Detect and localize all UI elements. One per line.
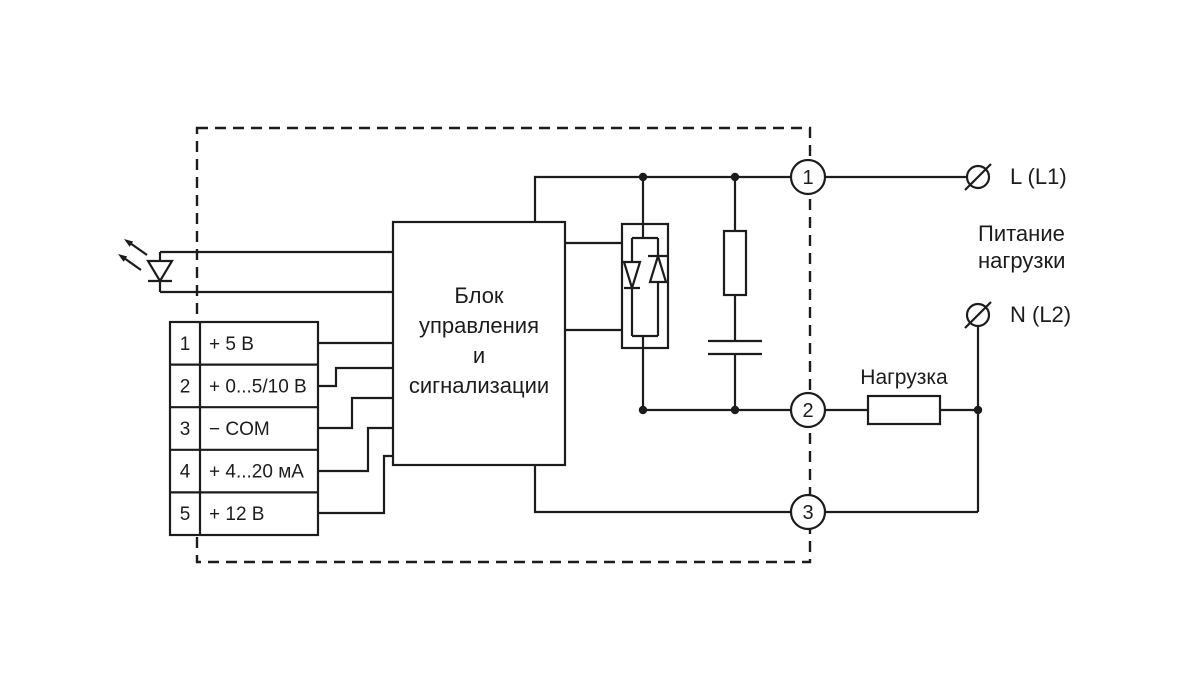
control-block-label-line: сигнализации bbox=[409, 373, 549, 398]
junction-dot bbox=[730, 172, 740, 182]
terminal-block-table: 1 + 5 В 2 + 0...5/10 В 3 − COM 4 + 4...2… bbox=[168, 320, 320, 537]
triac-module bbox=[565, 177, 791, 412]
terminal-table-grid bbox=[170, 322, 318, 535]
terminal-1-number: 1 bbox=[802, 167, 813, 189]
thyristor-up-icon bbox=[648, 252, 668, 284]
snubber-circuit bbox=[708, 177, 762, 410]
junction-dots bbox=[638, 172, 983, 415]
light-ray-arrow-icon bbox=[124, 239, 134, 247]
external-circuit: L (L1) Питание нагрузки N (L2) Нагрузка bbox=[825, 163, 1071, 514]
triac-box bbox=[620, 222, 670, 350]
snubber-resistor bbox=[722, 229, 748, 297]
terminal-3-number: 3 bbox=[802, 502, 813, 524]
photo-emitter bbox=[118, 239, 393, 294]
light-ray-arrow-icon bbox=[118, 254, 128, 262]
terminal-row-label: + 4...20 мА bbox=[209, 462, 304, 483]
control-block-label-line: управления bbox=[419, 313, 539, 338]
line-l-label: L (L1) bbox=[1010, 164, 1067, 189]
signal-wires bbox=[318, 341, 393, 515]
junction-dot bbox=[638, 172, 648, 182]
terminal-row-label: + 5 В bbox=[209, 334, 254, 355]
terminal-2-number: 2 bbox=[802, 400, 813, 422]
terminal-row-num: 4 bbox=[180, 462, 191, 483]
photo-diode-icon bbox=[146, 259, 174, 284]
load-label: Нагрузка bbox=[860, 366, 948, 389]
thyristor-cathode-bars bbox=[624, 254, 668, 290]
output-terminals: 1 2 3 bbox=[789, 158, 827, 531]
power-caption-line: Питание bbox=[978, 221, 1065, 246]
control-block-label-line: и bbox=[473, 343, 485, 368]
triac-control-wires bbox=[565, 241, 622, 332]
line-n-label: N (L2) bbox=[1010, 302, 1071, 327]
terminal-row-num: 3 bbox=[180, 419, 191, 440]
power-caption-line: нагрузки bbox=[978, 248, 1065, 273]
terminal-row-num: 5 bbox=[180, 504, 191, 525]
terminal3-wire bbox=[533, 465, 791, 514]
light-ray-lines bbox=[123, 242, 148, 271]
line-wire-top bbox=[533, 175, 791, 222]
triac-internal-wires bbox=[630, 177, 791, 412]
junction-dot bbox=[730, 405, 740, 415]
terminal-table-frame bbox=[168, 320, 320, 537]
control-block-label-line: Блок bbox=[454, 283, 504, 308]
terminal-row-num: 1 bbox=[180, 334, 191, 355]
screw-terminal-l-slash bbox=[964, 163, 992, 191]
control-block: Блок управления и сигнализации bbox=[391, 220, 567, 467]
terminal-row-label: + 0...5/10 В bbox=[209, 377, 307, 398]
terminal-row-label: + 12 В bbox=[209, 504, 264, 525]
load-resistor bbox=[866, 394, 942, 426]
photo-emitter-wires bbox=[158, 250, 393, 294]
junction-dot bbox=[638, 405, 648, 415]
screw-terminal-n-slash bbox=[964, 301, 992, 329]
terminal-row-label: − COM bbox=[209, 419, 270, 440]
control-block-box bbox=[391, 220, 567, 467]
terminal-row-num: 2 bbox=[180, 377, 191, 398]
thyristor-down-icon bbox=[622, 260, 642, 292]
capacitor-icon bbox=[708, 339, 762, 356]
